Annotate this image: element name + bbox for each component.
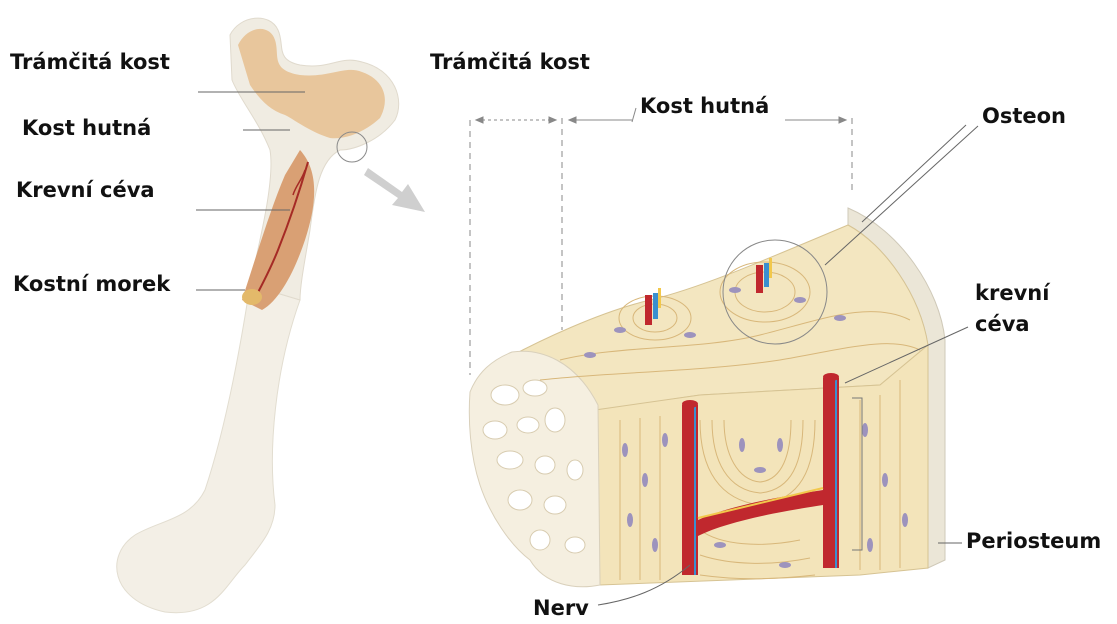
vessel-label-line1: krevní bbox=[975, 283, 1049, 304]
right-compact-label: Kost hutná bbox=[640, 96, 769, 117]
femur-marrow-plug bbox=[242, 289, 262, 305]
zoom-arrow bbox=[364, 168, 425, 212]
vessel-label-line2: céva bbox=[975, 314, 1030, 335]
bone-block-illustration bbox=[469, 208, 945, 587]
left-marrow-label: Kostní morek bbox=[13, 274, 170, 295]
nerve-label: Nerv bbox=[533, 598, 589, 619]
left-compact-label: Kost hutná bbox=[22, 118, 151, 139]
femur-illustration bbox=[117, 18, 425, 613]
left-cancellous-label: Trámčitá kost bbox=[10, 52, 170, 73]
periosteum-label: Periosteum bbox=[966, 531, 1101, 552]
right-cancellous-label: Trámčitá kost bbox=[430, 52, 590, 73]
left-vessel-label: Krevní céva bbox=[16, 180, 155, 201]
femur-shaft bbox=[117, 285, 300, 613]
osteon-label: Osteon bbox=[982, 106, 1066, 127]
